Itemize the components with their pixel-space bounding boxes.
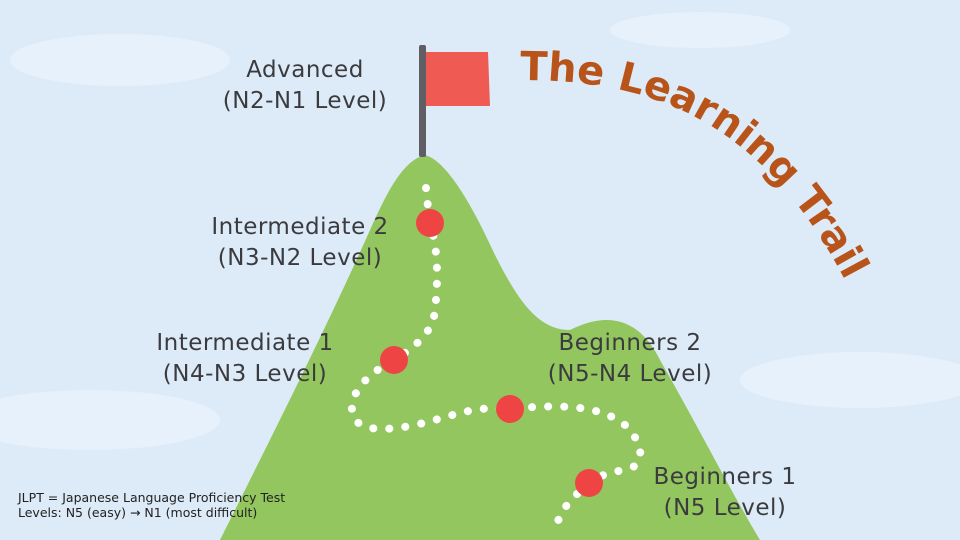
footnote-definition: JLPT = Japanese Language Proficiency Tes…	[18, 490, 286, 505]
milestone-label-intermediate-1: Intermediate 1 (N4-N3 Level)	[135, 328, 355, 390]
flag-icon	[426, 52, 490, 106]
milestone-level: (N2-N1 Level)	[222, 88, 388, 114]
milestone-intermediate-2	[416, 209, 444, 237]
milestone-label-beginners-2: Beginners 2 (N5-N4 Level)	[520, 328, 740, 390]
milestone-markers	[380, 209, 603, 497]
flag-pole	[419, 45, 426, 157]
footnote-levels: Levels: N5 (easy) → N1 (most difficult)	[18, 505, 258, 520]
milestone-beginners-1	[575, 469, 603, 497]
milestone-level: (N4-N3 Level)	[162, 361, 328, 387]
milestone-beginners-2	[496, 395, 524, 423]
milestone-level: (N5 Level)	[663, 495, 787, 521]
milestone-label-advanced: Advanced (N2-N1 Level)	[205, 55, 405, 117]
milestone-level: (N3-N2 Level)	[217, 245, 383, 271]
clouds	[0, 12, 960, 450]
milestone-label-beginners-1: Beginners 1 (N5 Level)	[625, 462, 825, 524]
milestone-label-intermediate-2: Intermediate 2 (N3-N2 Level)	[190, 212, 410, 274]
summit-flag	[419, 45, 490, 157]
milestone-level: (N5-N4 Level)	[547, 361, 713, 387]
milestone-name: Beginners 2	[558, 330, 702, 356]
mountain	[220, 155, 760, 540]
milestone-name: Advanced	[246, 57, 364, 83]
milestone-name: Beginners 1	[653, 464, 797, 490]
milestone-intermediate-1	[380, 346, 408, 374]
milestone-name: Intermediate 1	[156, 330, 334, 356]
milestone-name: Intermediate 2	[211, 214, 389, 240]
trail-path	[347, 184, 645, 532]
footnote: JLPT = Japanese Language Proficiency Tes…	[18, 490, 285, 520]
